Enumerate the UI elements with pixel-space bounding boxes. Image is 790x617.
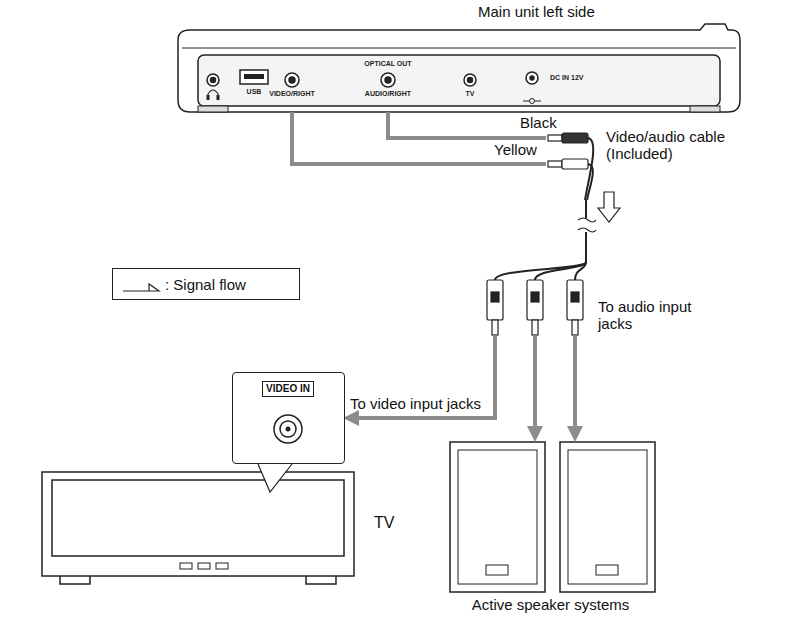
main-unit-drawing <box>178 24 740 112</box>
tv: TV <box>40 470 358 586</box>
mini-plugs <box>548 133 588 169</box>
node-title: TV <box>374 514 394 532</box>
node-title: Active speaker systems <box>472 596 630 613</box>
cable-label: Video/audio cable (Included) <box>606 128 756 163</box>
edge-label: To audio input jacks <box>598 298 723 333</box>
node-title: VIDEO IN <box>262 381 314 397</box>
signal-flow-arrow <box>598 192 620 222</box>
speaker-systems: Active speaker systems <box>440 440 665 616</box>
jack-label: DC IN 12V <box>550 74 583 82</box>
edge-label: To video input jacks <box>350 395 481 412</box>
cable <box>495 138 593 280</box>
main-unit: Main unit left side <box>178 28 740 112</box>
jack-label: TV <box>466 90 475 98</box>
node-title: Main unit left side <box>478 3 595 20</box>
legend-text: : Signal flow <box>165 276 246 293</box>
cable-break <box>578 218 596 232</box>
jack-label: AUDIO/RIGHT <box>365 90 411 98</box>
plug-color-label: Yellow <box>494 141 537 158</box>
speaker-drawing <box>450 442 655 592</box>
rca-plugs <box>487 280 583 335</box>
legend-box: : Signal flow <box>112 268 300 300</box>
signal-flow-connector <box>388 112 546 438</box>
plug-color-label: Black <box>520 114 557 131</box>
jack-label: USB <box>247 88 262 96</box>
jack-label: VIDEO/RIGHT <box>269 90 315 98</box>
signal-flow-connector <box>388 112 575 438</box>
jack-label: OPTICAL OUT <box>364 60 411 68</box>
video-in-callout: VIDEO IN <box>232 372 345 464</box>
legend-swatch <box>119 269 163 299</box>
callout-pointer <box>258 464 292 492</box>
tv-drawing <box>42 472 354 584</box>
